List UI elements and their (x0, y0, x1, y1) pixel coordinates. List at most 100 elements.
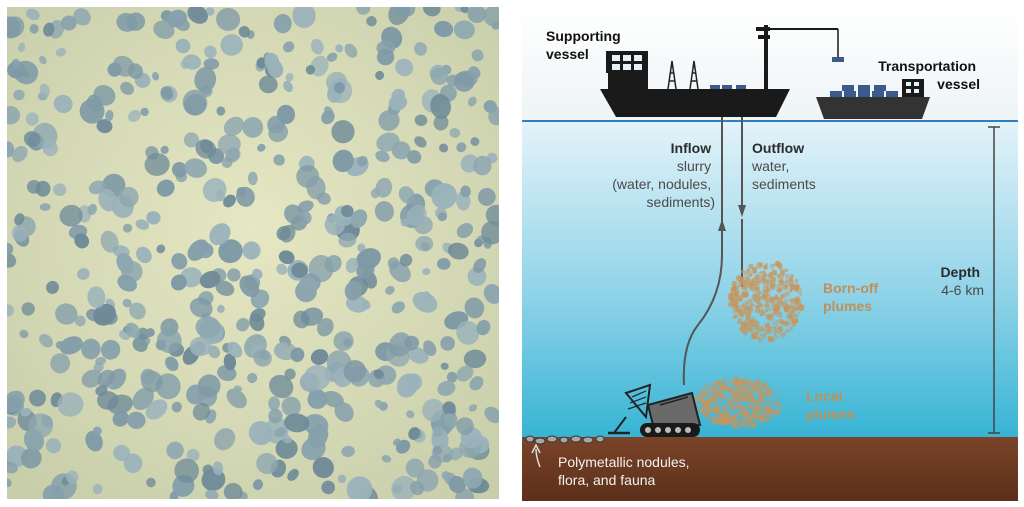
nodule (276, 263, 288, 275)
plume-particle (696, 395, 703, 401)
plume-particle (756, 274, 759, 277)
plume-particle (744, 391, 750, 396)
plume-particle (773, 400, 776, 403)
nodule (407, 347, 429, 364)
nodule (341, 204, 354, 218)
plume-particle (759, 312, 764, 317)
plume-particle (709, 397, 716, 403)
nodules-caption-2: flora, and fauna (558, 472, 656, 488)
nodule (7, 478, 12, 488)
nodule (145, 399, 168, 420)
nodule (316, 318, 334, 337)
plume-particle (784, 291, 791, 297)
plume-particle (715, 410, 720, 415)
nodule (269, 374, 294, 399)
plume-particle (764, 313, 768, 317)
nodule (376, 48, 395, 66)
caption-arrow-head (531, 443, 541, 454)
nodule (39, 333, 53, 348)
nodule (182, 89, 208, 116)
plume-particle (728, 380, 732, 384)
plume-particle (738, 392, 744, 398)
plume-particle (753, 381, 757, 385)
plume-particle (780, 315, 783, 318)
plume-particle (710, 416, 714, 420)
plume-particle (746, 302, 749, 305)
nodule (46, 280, 59, 294)
plume-particle (733, 424, 739, 430)
nodule (287, 468, 299, 481)
plume-particle (738, 426, 742, 430)
nodule (412, 291, 438, 313)
nodule (449, 127, 461, 138)
plume-particle (777, 275, 781, 279)
nodule (238, 26, 251, 38)
plume-particle (765, 322, 770, 328)
plume-particle (765, 288, 770, 292)
nodule (220, 34, 243, 56)
nodule (405, 458, 425, 478)
nodule (11, 224, 28, 242)
svg-text:Depth 4-6 km: Depth 4-6 km (940, 264, 984, 298)
nodule (45, 438, 62, 454)
nodule (175, 38, 191, 54)
nodule (195, 139, 217, 159)
plume-particle (727, 301, 733, 307)
plume-particle (759, 262, 764, 267)
plume-particle (745, 268, 751, 274)
plume-particle (741, 416, 746, 420)
plume-particle (773, 411, 780, 417)
nodule (437, 380, 456, 397)
plume-particle (750, 299, 753, 302)
plume-particle (732, 304, 736, 308)
plume-particle (733, 311, 736, 314)
nodule (7, 105, 21, 125)
plume-particle (739, 309, 746, 316)
nodule (414, 136, 427, 148)
plume-particle (792, 297, 797, 302)
nodule (476, 319, 491, 336)
nodule (305, 65, 316, 75)
plume-particle (746, 268, 751, 272)
nodule (87, 203, 98, 216)
plume-particle (745, 383, 749, 387)
nodule (374, 399, 384, 409)
nodule (65, 470, 79, 484)
plume-particle (780, 293, 786, 299)
plume-particle (754, 386, 760, 391)
nodule (310, 38, 324, 55)
nodule (39, 55, 47, 65)
nodule (284, 413, 310, 433)
plume-particle (771, 275, 777, 281)
plume-particle (764, 417, 770, 423)
plume-particle (779, 318, 784, 323)
transportation-vessel (816, 79, 930, 119)
nodule (443, 413, 456, 427)
nodule (215, 280, 235, 296)
plume-particle (774, 393, 779, 398)
nodule (440, 362, 449, 370)
nodule (281, 396, 301, 417)
plume-particle (707, 390, 711, 394)
plume-particle (767, 314, 772, 319)
nodule (112, 410, 129, 427)
nodule (169, 491, 179, 499)
supporting-vessel (600, 25, 844, 117)
plume-particle (757, 303, 761, 306)
plume-particle (775, 327, 782, 334)
nodule (153, 20, 175, 39)
inflow-line-3: sediments) (647, 194, 715, 210)
plume-particle (705, 407, 712, 414)
plume-particle (765, 386, 769, 389)
nodule (422, 268, 431, 276)
nodule (446, 371, 458, 383)
inflow-line-2: (water, nodules, (612, 176, 711, 192)
plume-particle (750, 322, 754, 326)
plume-particle (754, 274, 760, 280)
nodule (146, 211, 161, 225)
nodule (282, 41, 295, 53)
nodule (456, 320, 480, 345)
nodule (236, 186, 255, 207)
plume-particle (791, 309, 795, 312)
plume-particle (751, 286, 758, 293)
